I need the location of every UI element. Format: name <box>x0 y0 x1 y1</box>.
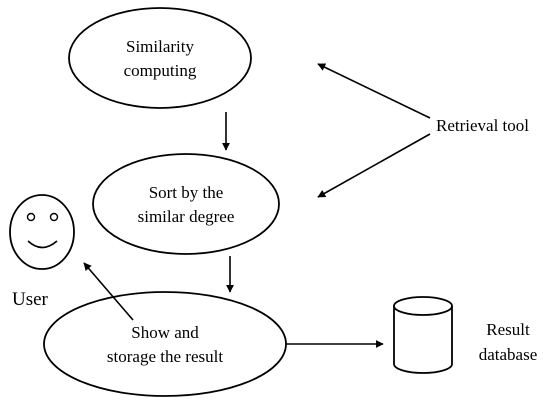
database-label-line1: Result <box>486 320 530 339</box>
database-label-line2: database <box>479 345 538 364</box>
node-sort-label-line1: Sort by the <box>149 183 224 202</box>
arrow-retrieval-to-sort <box>317 133 431 198</box>
node-show-label-line2: storage the result <box>107 347 223 366</box>
database-cylinder-icon <box>393 296 453 374</box>
node-similarity-ellipse <box>68 7 252 109</box>
arrow-retrieval-to-similarity <box>317 63 431 119</box>
node-show-and-storage: Show and storage the result <box>43 291 287 397</box>
user-label: User <box>12 289 49 310</box>
node-show-ellipse <box>43 291 287 397</box>
user-face-outline <box>9 194 75 270</box>
user-right-eye <box>49 212 59 222</box>
node-show-label-line1: Show and <box>131 323 199 342</box>
database-top <box>393 296 453 316</box>
node-similarity-label-line1: Similarity <box>126 37 195 56</box>
database-body <box>393 306 453 374</box>
arrow-show-to-user <box>83 262 134 321</box>
retrieval-tool-label: Retrieval tool <box>436 116 529 135</box>
node-similarity-computing: Similarity computing <box>68 7 252 109</box>
node-sort-label-line2: similar degree <box>138 207 235 226</box>
user-smile <box>27 240 58 249</box>
node-sort-by-similar-degree: Sort by the similar degree <box>92 153 280 255</box>
node-similarity-label-line2: computing <box>124 61 197 80</box>
user-left-eye <box>26 212 36 222</box>
smiley-face-icon <box>9 194 75 270</box>
node-sort-ellipse <box>92 153 280 255</box>
